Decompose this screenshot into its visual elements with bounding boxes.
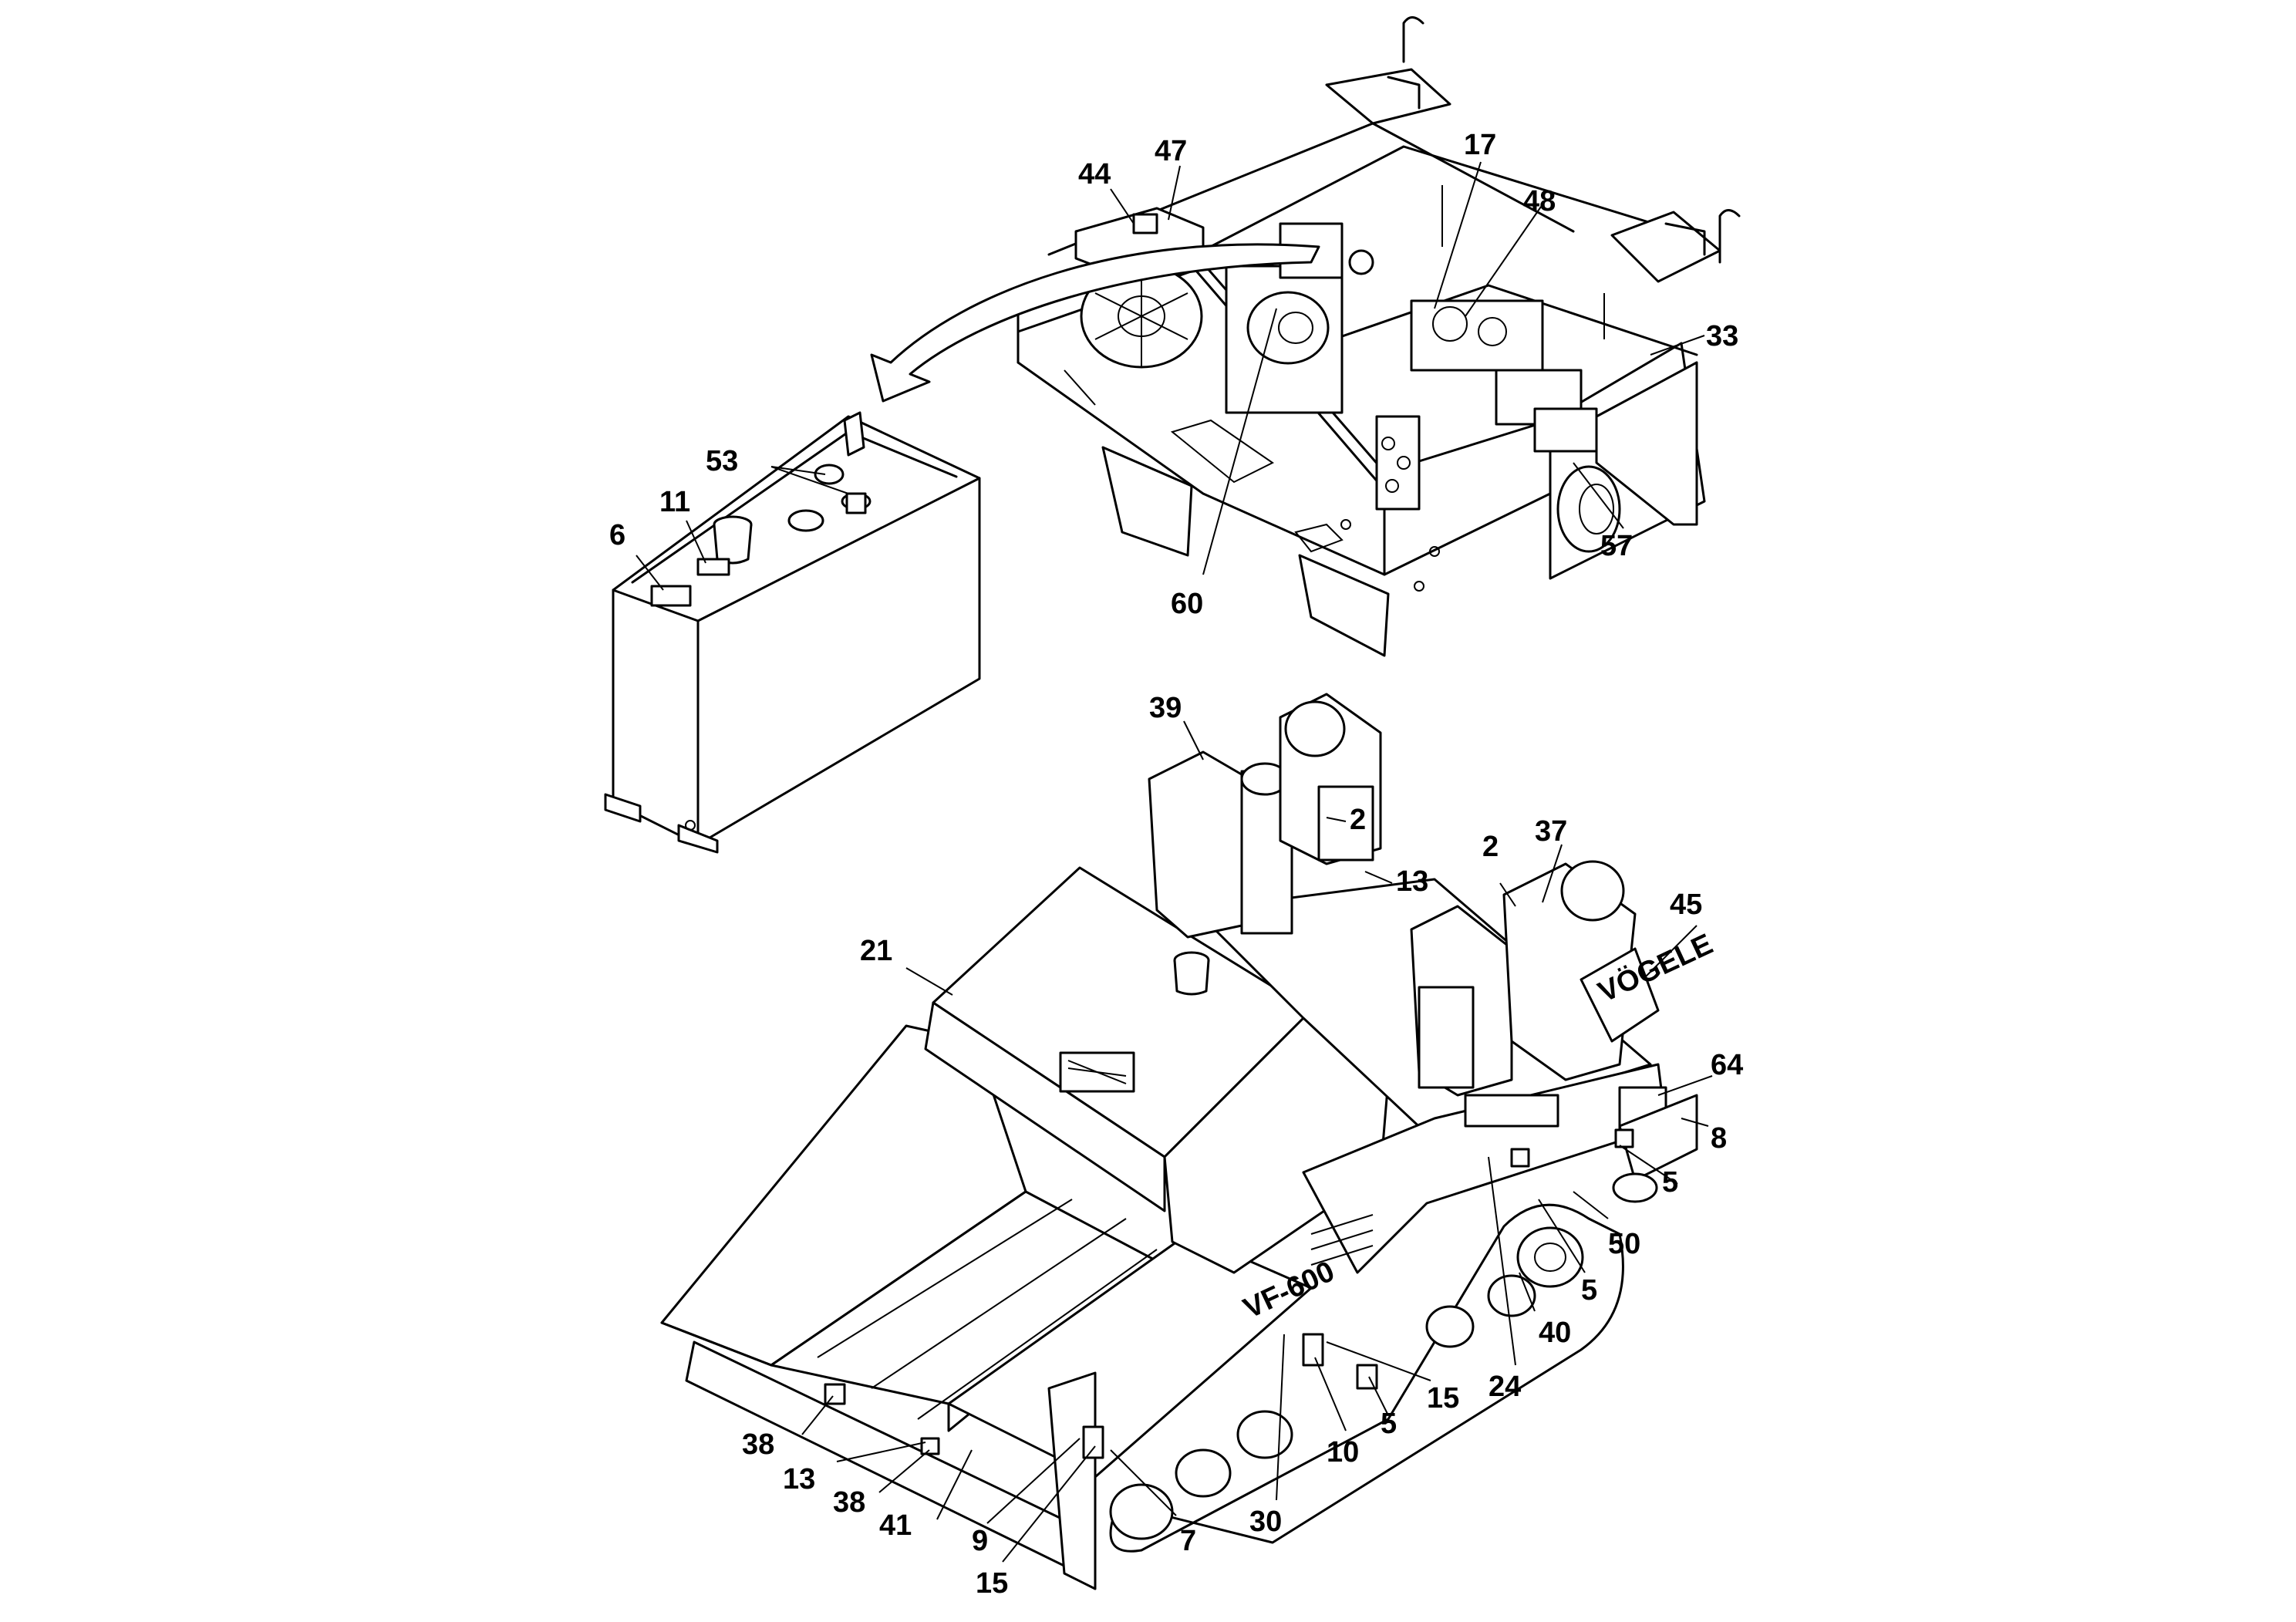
detach-arrow (870, 243, 1320, 403)
callout-8: 8 (1711, 1122, 1727, 1155)
leader-lines (636, 161, 1713, 1563)
callout-40: 40 (1539, 1317, 1571, 1349)
callout-21: 21 (860, 935, 892, 967)
callout-10: 10 (1327, 1436, 1359, 1469)
callout-7: 7 (1180, 1525, 1196, 1557)
callout-15a: 15 (1427, 1382, 1459, 1415)
callout-13a: 13 (1396, 865, 1428, 898)
callout-9: 9 (972, 1525, 988, 1557)
callout-6: 6 (609, 519, 625, 551)
hydraulic-tank (604, 411, 981, 854)
callout-39: 39 (1149, 692, 1182, 724)
callout-50: 50 (1608, 1228, 1640, 1260)
callout-38b: 38 (833, 1486, 865, 1519)
callout-64: 64 (1711, 1049, 1743, 1081)
callout-60: 60 (1171, 588, 1203, 620)
callout-48: 48 (1523, 185, 1556, 218)
paver-machine (660, 693, 1698, 1590)
callout-17: 17 (1464, 129, 1496, 161)
callout-57: 57 (1600, 530, 1633, 562)
left-console (1148, 750, 1293, 939)
callout-24: 24 (1489, 1371, 1521, 1403)
callout-5c: 5 (1381, 1408, 1397, 1440)
left-seat (1279, 693, 1382, 865)
callout-53: 53 (706, 445, 738, 477)
callout-13b: 13 (783, 1463, 815, 1496)
callout-5b: 5 (1581, 1274, 1597, 1307)
callout-44: 44 (1078, 158, 1111, 191)
right-console (1410, 905, 1513, 1097)
callouts: 44 47 17 48 33 57 60 53 11 6 39 2 13 2 3… (609, 129, 1743, 1600)
callout-41: 41 (879, 1509, 912, 1542)
callout-30: 30 (1249, 1506, 1282, 1538)
engine-hood (924, 866, 1313, 1212)
right-seat (1502, 860, 1660, 1081)
engine-block (1225, 222, 1344, 414)
radiator-fan (1080, 264, 1203, 369)
callout-37: 37 (1535, 815, 1567, 848)
machine-frame-assembly (1017, 16, 1741, 657)
callout-2b: 2 (1482, 831, 1499, 863)
callout-38a: 38 (742, 1428, 774, 1461)
hydraulic-pumps (1410, 299, 1598, 453)
callout-47: 47 (1155, 135, 1187, 167)
callout-15b: 15 (976, 1567, 1008, 1600)
callout-5a: 5 (1662, 1166, 1678, 1199)
callout-33: 33 (1706, 320, 1738, 352)
callout-45: 45 (1670, 889, 1702, 921)
callout-2a: 2 (1350, 804, 1366, 836)
callout-11: 11 (659, 486, 690, 518)
